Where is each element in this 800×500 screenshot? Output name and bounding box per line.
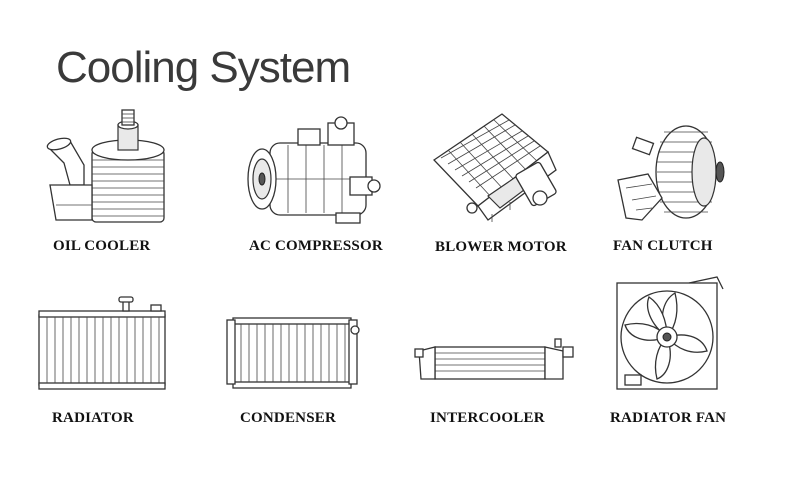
oil-cooler-icon [46,109,165,223]
part-label: RADIATOR [52,410,134,426]
radiator-icon [38,296,166,390]
part-label: BLOWER MOTOR [435,239,567,255]
part-label: INTERCOOLER [430,410,545,426]
part-oil-cooler[interactable]: OIL COOLER [40,105,180,265]
radiator-fan-icon [616,276,724,390]
part-label: AC COMPRESSOR [249,238,383,254]
part-radiator[interactable]: RADIATOR [35,295,175,435]
part-label: CONDENSER [240,410,336,426]
blower-motor-icon [432,113,557,222]
condenser-icon [226,317,360,389]
ac-compressor-icon [247,116,381,224]
part-label: FAN CLUTCH [613,238,713,254]
page-title: Cooling System [56,43,351,92]
part-radiator-fan[interactable]: RADIATOR FAN [605,275,745,435]
part-blower-motor[interactable]: BLOWER MOTOR [430,110,580,265]
part-ac-compressor[interactable]: AC COMPRESSOR [240,115,390,265]
part-intercooler[interactable]: INTERCOOLER [414,335,575,435]
part-condenser[interactable]: CONDENSER [225,310,365,435]
part-label: OIL COOLER [53,238,151,254]
part-fan-clutch[interactable]: FAN CLUTCH [612,120,742,265]
part-label: RADIATOR FAN [610,410,727,426]
intercooler-icon [414,338,574,380]
fan-clutch-icon [617,125,725,221]
